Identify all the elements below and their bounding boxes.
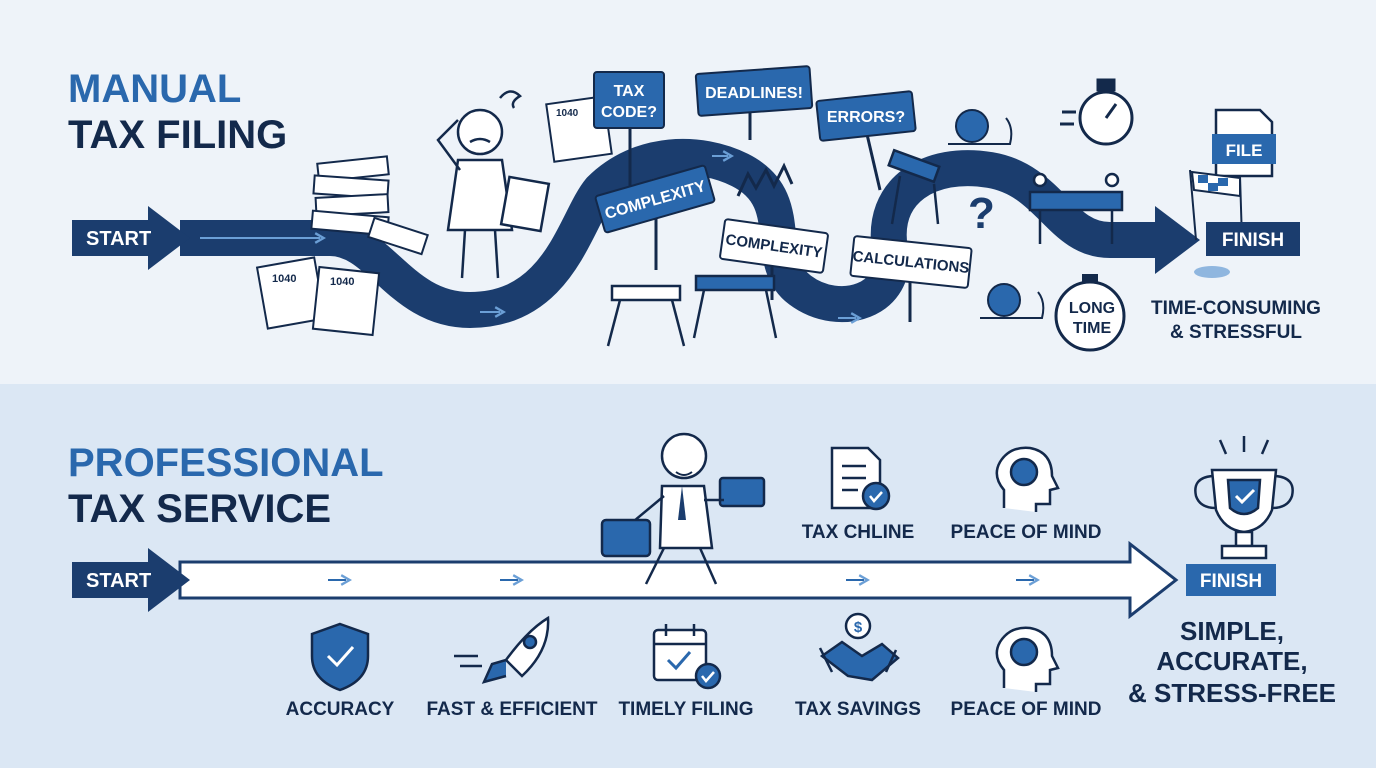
question-mark-icon: ? <box>968 189 995 238</box>
manual-start-label: START <box>86 228 151 250</box>
accuracy-shield-icon <box>310 622 370 692</box>
file-label: FILE <box>1226 141 1263 160</box>
professional-finish-banner: FINISH <box>1186 564 1276 596</box>
top-feature-label-1: PEACE OF MIND <box>951 522 1102 543</box>
professional-start-banner: START <box>72 548 190 612</box>
hazard-zigzag-icon <box>736 162 794 197</box>
straight-road-arrow <box>178 540 1179 620</box>
professional-outcome-line2: ACCURATE, <box>1156 646 1307 676</box>
manual-title-line1: MANUAL <box>68 67 241 111</box>
tax-form-1040-icon: 1040 1040 1040 <box>255 95 613 337</box>
form-number-a: 1040 <box>272 273 296 285</box>
bottom-feature-label-3: TAX SAVINGS <box>795 699 921 720</box>
paper-stack-icon <box>310 155 429 256</box>
rocket-icon <box>454 615 550 684</box>
walking-person-icon <box>600 432 766 585</box>
sign-deadlines-label: DEADLINES! <box>705 85 803 102</box>
form-number-b: 1040 <box>330 276 354 288</box>
sign-tax-code: TAX CODE? <box>593 71 665 190</box>
long-time-line2: TIME <box>1073 320 1112 337</box>
professional-outcome-line3: & STRESS-FREE <box>1128 678 1336 708</box>
snail-icon <box>948 109 1045 319</box>
form-number-c: 1040 <box>556 108 579 119</box>
sign-tax-code-line2: CODE? <box>601 104 657 121</box>
sign-errors-label: ERRORS? <box>827 109 905 126</box>
sign-tax-code-line1: TAX <box>614 83 645 100</box>
bottom-feature-label-1: FAST & EFFICIENT <box>427 699 598 720</box>
bottom-feature-label-4: PEACE OF MIND <box>951 699 1102 720</box>
calendar-check-icon <box>652 624 722 690</box>
checkered-flag-icon <box>1189 169 1243 241</box>
bottom-feature-label-2: TIMELY FILING <box>618 699 753 720</box>
sign-errors: ERRORS? <box>815 90 917 191</box>
file-document-icon: FILE <box>1212 108 1276 178</box>
manual-finish-banner: FINISH <box>1206 222 1300 256</box>
confused-person-icon <box>436 90 551 279</box>
professional-finish-label: FINISH <box>1200 571 1262 592</box>
manual-outcome-line1: TIME-CONSUMING <box>1151 298 1321 319</box>
professional-title-line2: TAX SERVICE <box>68 487 331 531</box>
top-feature-label-0: TAX CHLINE <box>802 522 915 543</box>
tax-checklist-document-icon <box>830 446 891 511</box>
brain-head-icon <box>995 446 1060 512</box>
manual-outcome-line2: & STRESSFUL <box>1170 322 1302 343</box>
barrier-icon <box>606 148 1124 347</box>
professional-outcome-line1: SIMPLE, <box>1180 616 1284 646</box>
manual-start-banner: START <box>72 206 190 270</box>
trophy-icon <box>1194 436 1294 560</box>
manual-finish-label: FINISH <box>1222 230 1284 251</box>
handshake-savings-icon: $ <box>818 612 900 682</box>
stopwatch-icon <box>1060 78 1134 146</box>
professional-title-line1: PROFESSIONAL <box>68 441 384 485</box>
professional-start-label: START <box>86 570 151 592</box>
sign-deadlines: DEADLINES! <box>694 65 814 140</box>
brain-head-icon-2 <box>995 626 1060 692</box>
sign-calculations: CALCULATIONS <box>849 235 973 322</box>
winding-road <box>180 138 1200 328</box>
long-time-line1: LONG <box>1069 300 1115 317</box>
bottom-feature-label-0: ACCURACY <box>286 699 395 720</box>
manual-title-line2: TAX FILING <box>68 113 287 157</box>
sign-complexity-b: COMPLEXITY <box>719 218 829 300</box>
puddle-icon <box>1194 266 1230 278</box>
svg-text:$: $ <box>854 619 863 636</box>
long-time-clock-icon: LONG TIME <box>1054 274 1126 352</box>
